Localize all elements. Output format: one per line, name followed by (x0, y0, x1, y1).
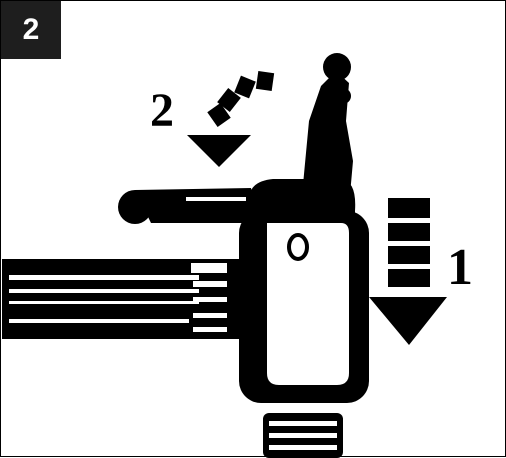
lever-arm (118, 188, 259, 224)
valve-stem (263, 413, 343, 458)
curved-arrow-down-icon (187, 70, 275, 167)
figure-number-badge: 2 (1, 1, 61, 59)
step-label-push-down: 1 (447, 239, 473, 296)
adapter-head (239, 53, 369, 403)
segmented-arrow-down-icon (369, 198, 447, 345)
step-label-rotate: 2 (150, 84, 174, 137)
hose (2, 259, 247, 339)
